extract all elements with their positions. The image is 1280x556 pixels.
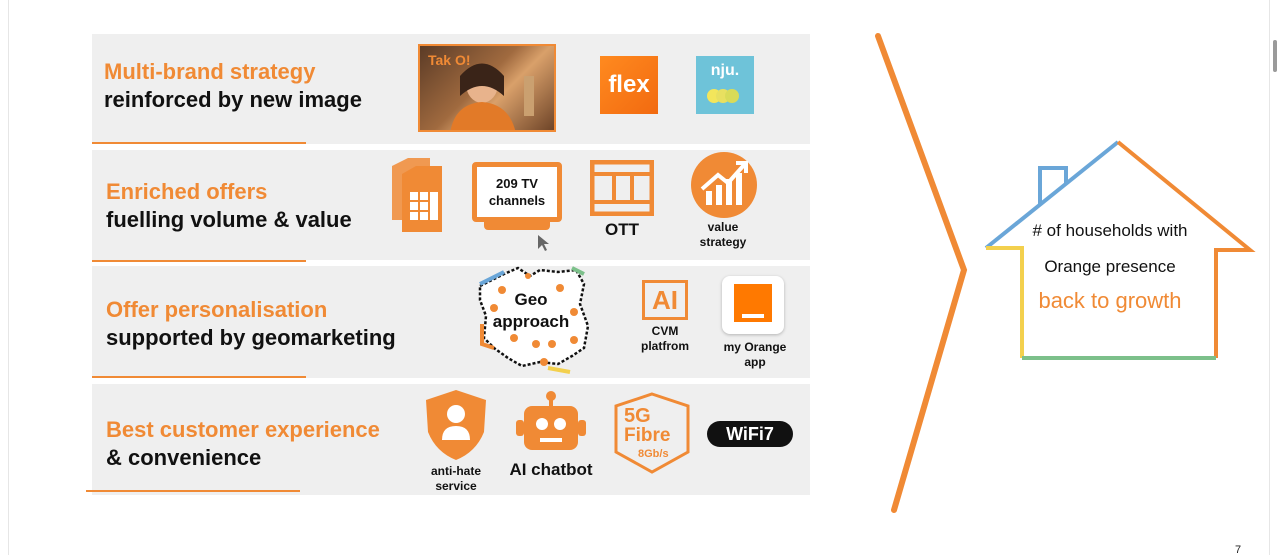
hexagon-outline-icon [614, 392, 690, 474]
tv-stand-icon [484, 222, 550, 230]
person-silhouette-icon [450, 63, 534, 130]
ai-icon-text: AI [652, 285, 678, 315]
value-label-line2: strategy [699, 235, 747, 249]
fibre-speed-text: 8Gb/s [638, 448, 669, 460]
tv-channels-icon: 209 TV channels [472, 162, 562, 222]
ai-icon: AI [642, 280, 688, 320]
flex-logo: flex [600, 56, 658, 114]
row-title-orange: Enriched offers [106, 179, 268, 204]
chevron-divider-icon [875, 33, 968, 513]
value-strategy-label: value strategy [688, 220, 758, 250]
my-orange-app-label: my Orange app [714, 340, 796, 370]
shield-user-icon [426, 390, 486, 460]
orange-app-icon [722, 276, 784, 334]
wifi7-badge: WiFi7 [707, 421, 793, 447]
app-label-line1: my Orange [723, 340, 787, 354]
scrollbar-thumb[interactable] [1273, 40, 1277, 72]
orange-logo-bar [742, 314, 764, 318]
row-title-black: fuelling volume & value [106, 207, 352, 232]
house-icon [984, 140, 1256, 360]
nju-dots-icon [707, 89, 739, 103]
fibre-text: Fibre [624, 425, 671, 446]
film-strip-icon [590, 160, 654, 216]
row-title-black: reinforced by new image [104, 87, 362, 112]
page-number: 7 [1235, 544, 1242, 556]
row-title-personalisation: Offer personalisation supported by geoma… [106, 296, 396, 352]
row-title-black: supported by geomarketing [106, 325, 396, 350]
antihate-label-line2: service [435, 479, 477, 493]
nju-logo-text: nju. [710, 62, 740, 79]
robot-icon [516, 391, 586, 450]
geo-approach-label: Geo approach [492, 290, 570, 331]
house-line-3: back to growth [1038, 288, 1182, 313]
value-label-line1: value [707, 220, 739, 234]
slide-frame [8, 0, 1270, 555]
row-title-customer-experience: Best customer experience & convenience [106, 416, 380, 472]
house-line-1: # of households with [1032, 221, 1188, 240]
ott-label: OTT [605, 220, 639, 239]
house-line-2: Orange presence [1044, 257, 1176, 276]
row-title-orange: Best customer experience [106, 417, 380, 442]
anti-hate-label: anti-hate service [420, 464, 492, 494]
cvm-platform-label: CVM platfrom [630, 324, 700, 354]
app-label-line2: app [744, 355, 766, 369]
row-personalisation [92, 266, 810, 378]
fibre-5g-icon: 5G Fibre 8Gb/s [614, 392, 690, 474]
row-title-orange: Offer personalisation [106, 297, 328, 322]
row-title-enriched: Enriched offers fuelling volume & value [106, 178, 352, 234]
brand-campaign-photo: Tak O! [418, 44, 556, 132]
sim-cards-icon [392, 158, 442, 232]
growth-chart-icon [691, 152, 757, 218]
row-title-multibrand: Multi-brand strategy reinforced by new i… [104, 58, 362, 114]
tv-channels-label: 209 TV channels [488, 176, 546, 208]
poland-map-icon [478, 266, 590, 374]
row-underline [86, 490, 300, 492]
nju-logo: nju. [696, 56, 754, 114]
row-title-black: & convenience [106, 445, 262, 470]
photo-caption: Tak O! [428, 52, 471, 68]
row-underline [92, 376, 306, 378]
antihate-label-line1: anti-hate [430, 464, 481, 478]
fibre-5g-text: 5G [624, 405, 651, 427]
ai-chatbot-label: AI chatbot [509, 460, 593, 479]
cvm-label-line1: CVM [651, 324, 679, 338]
cvm-label-line2: platfrom [641, 339, 689, 353]
row-enriched-offers [92, 150, 810, 260]
row-underline [92, 142, 306, 144]
row-underline [92, 260, 306, 262]
row-title-orange: Multi-brand strategy [104, 59, 316, 84]
mouse-cursor-icon [538, 235, 549, 251]
